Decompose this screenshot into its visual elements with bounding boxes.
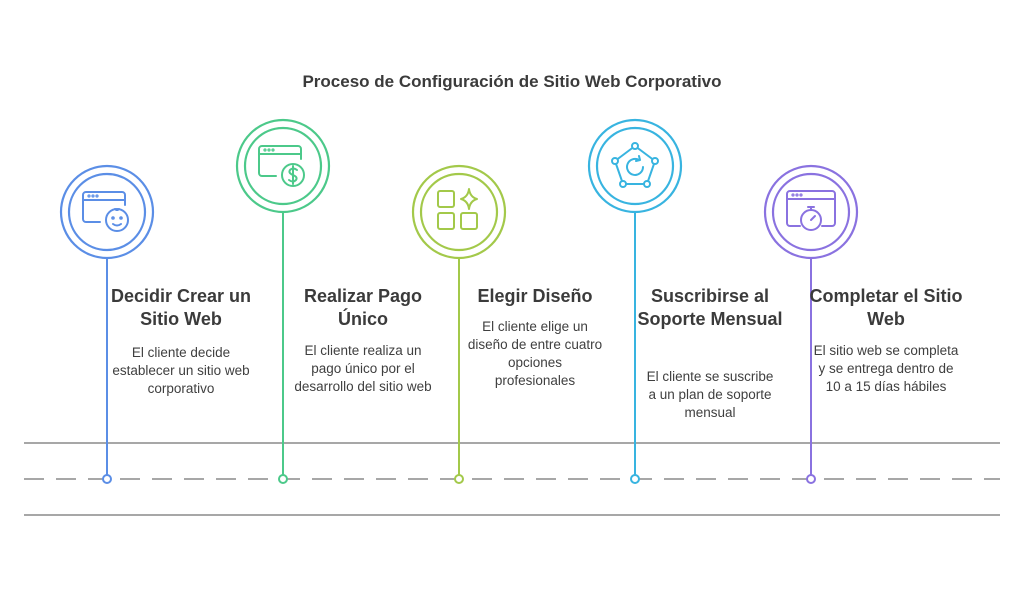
step-1-marker	[59, 164, 155, 484]
diagram-title: Proceso de Configuración de Sitio Web Co…	[302, 72, 722, 91]
step-3-title: Elegir Diseño	[477, 286, 593, 306]
step-3-marker	[411, 164, 507, 484]
step-4-description: El cliente se suscribe a un plan de sopo…	[646, 369, 774, 420]
step-2-title: Realizar Pago Único	[303, 286, 423, 329]
step-2-marker	[235, 118, 331, 484]
network-refresh-icon	[611, 142, 659, 188]
step-1-title: Decidir Crear un Sitio Web	[110, 286, 252, 329]
layout-sparkle-icon	[437, 188, 478, 230]
step-4-title: Suscribirse al Soporte Mensual	[637, 286, 783, 329]
step-1-description: El cliente decide establecer un sitio we…	[112, 345, 250, 396]
browser-baby-icon	[82, 191, 129, 232]
step-2-description: El cliente realiza un pago único por el …	[294, 343, 432, 394]
step-4-marker	[587, 118, 683, 484]
step-3-description: El cliente elige un diseño de entre cuat…	[467, 319, 603, 388]
step-5-marker	[763, 164, 859, 484]
step-5-description: El sitio web se completa y se entrega de…	[813, 343, 959, 394]
step-5-title: Completar el Sitio Web	[809, 286, 963, 329]
browser-stopwatch-icon	[786, 190, 836, 231]
browser-dollar-icon	[258, 145, 305, 187]
